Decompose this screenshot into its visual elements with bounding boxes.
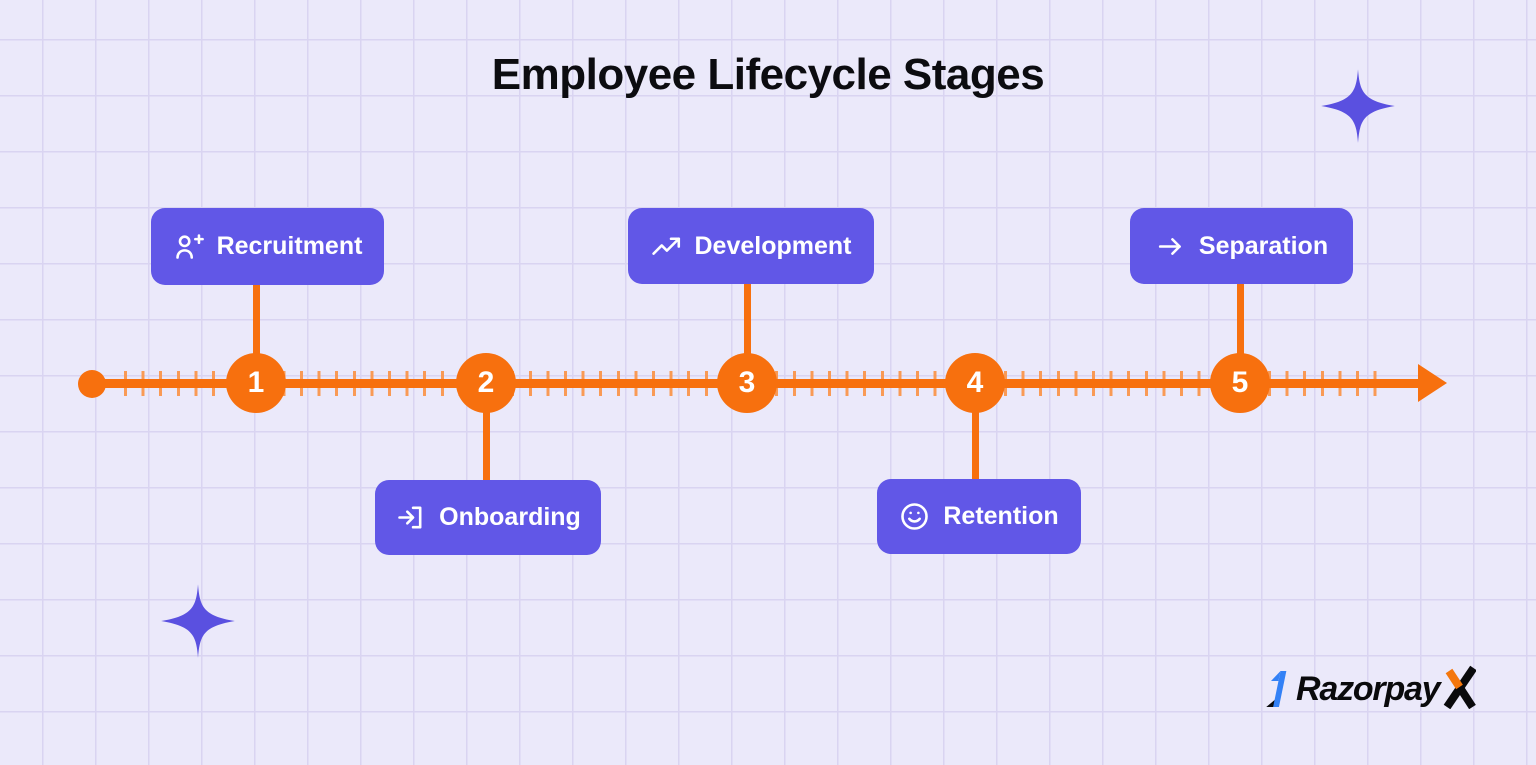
log-in-icon [395,502,426,533]
sparkle-icon [1321,69,1395,143]
razorpayx-logo: Razorpay X [1266,664,1478,714]
stage-node-1: 1 [226,353,286,413]
stage-number: 1 [247,366,265,399]
stage-box-separation: Separation [1130,208,1353,284]
stage-label: Development [694,231,852,260]
stage-box-development: Development [628,208,874,284]
timeline-arrowhead-icon [1418,364,1447,402]
stage-number: 2 [477,366,495,399]
stage-box-onboarding: Onboarding [375,480,601,555]
stage-connector [972,384,979,480]
timeline-start-dot [78,370,106,398]
smile-icon [899,501,930,532]
stage-node-4: 4 [945,353,1005,413]
logo-suffix-text: X [1476,665,1477,666]
logo-x-mark: X [1440,665,1478,714]
stage-number: 3 [738,366,756,399]
stage-node-5: 5 [1210,353,1270,413]
logo-brand-text: Razorpay [1296,669,1441,708]
stage-label: Retention [943,502,1059,530]
sparkle-icon [161,584,235,658]
stage-number: 5 [1231,366,1249,399]
stage-connector [744,284,751,384]
stage-number: 4 [966,366,984,399]
stage-node-2: 2 [456,353,516,413]
user-plus-icon [173,231,204,262]
razorpay-logo-mark [1266,670,1287,707]
stage-connector [1237,284,1244,384]
stage-label: Separation [1198,231,1329,260]
stage-connector [253,284,260,384]
page-title: Employee Lifecycle Stages [491,50,1045,99]
arrow-right-icon [1155,231,1186,262]
stage-node-3: 3 [717,353,777,413]
trending-up-icon [651,231,682,262]
stage-box-retention: Retention [877,479,1081,554]
stage-box-recruitment: Recruitment [151,208,384,285]
stage-label: Recruitment [216,232,363,260]
stage-label: Onboarding [439,503,581,531]
stage-connector [483,384,490,481]
